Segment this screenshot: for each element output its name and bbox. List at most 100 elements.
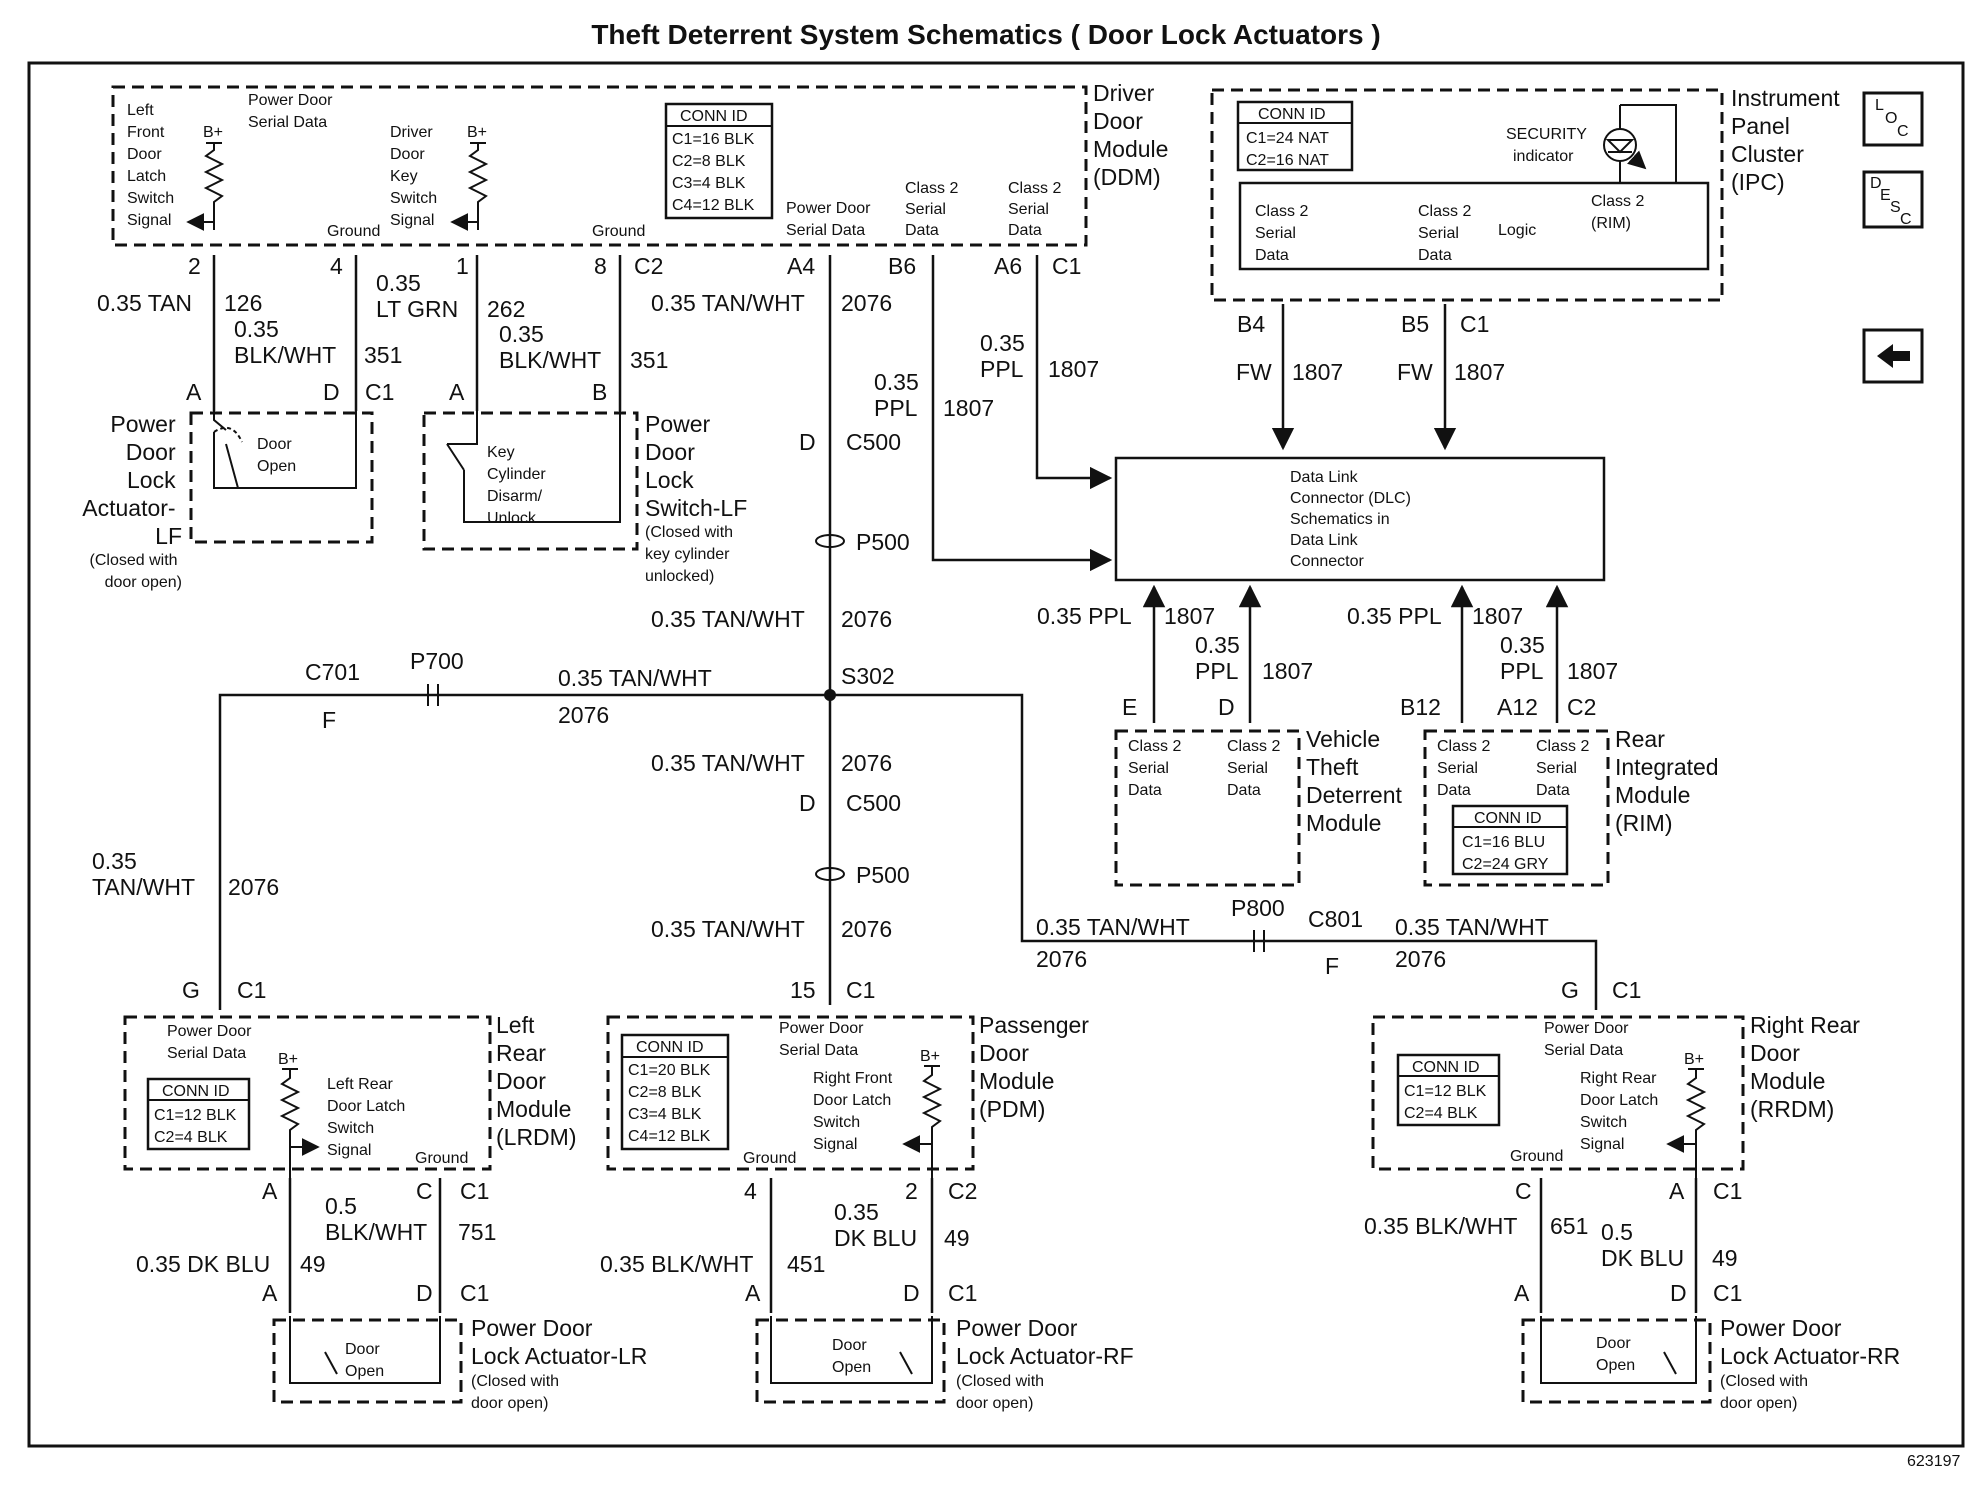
svg-text:A: A	[186, 379, 202, 405]
svg-text:0.35: 0.35	[1195, 632, 1240, 658]
svg-text:0.35: 0.35	[92, 848, 137, 874]
svg-text:P500: P500	[856, 862, 910, 888]
lf-actuator-switch-label: Door Open	[257, 436, 296, 475]
svg-text:B+: B+	[920, 1048, 940, 1065]
svg-text:BLK/WHT: BLK/WHT	[234, 342, 336, 368]
splice-p500-top	[815, 534, 845, 548]
svg-text:1807: 1807	[1164, 603, 1215, 629]
svg-text:0.35 TAN/WHT: 0.35 TAN/WHT	[1395, 914, 1549, 940]
pdm-signal-label: Right Front Door Latch Switch Signal	[813, 1070, 897, 1153]
svg-text:S: S	[1890, 199, 1901, 216]
dlc-label: Data Link Connector (DLC) Schematics in …	[1290, 469, 1415, 570]
rim-class2-2: Class 2 Serial Data	[1536, 738, 1594, 799]
svg-text:0.35 TAN/WHT: 0.35 TAN/WHT	[651, 750, 805, 776]
svg-text:49: 49	[1712, 1245, 1738, 1271]
svg-text:C1: C1	[846, 977, 875, 1003]
wires-lrdm: A C C1 0.5 BLK/WHT 751 0.35 DK BLU 49 A …	[136, 1178, 496, 1313]
svg-text:49: 49	[300, 1251, 326, 1277]
diagram-frame	[27, 61, 1965, 1448]
rrdm-module: CONN ID C1=12 BLK C2=4 BLK Power Door Se…	[1371, 1012, 1860, 1180]
svg-text:BLK/WHT: BLK/WHT	[499, 347, 601, 373]
svg-text:0.35: 0.35	[234, 316, 279, 342]
svg-text:49: 49	[944, 1225, 970, 1251]
svg-text:1807: 1807	[1454, 359, 1505, 385]
rim-name: Rear Integrated Module (RIM)	[1615, 726, 1725, 836]
pdm-conn-id: CONN ID C1=20 BLK C2=8 BLK C3=4 BLK C4=1…	[628, 1039, 715, 1145]
svg-text:C1: C1	[948, 1280, 977, 1306]
svg-text:0.35 TAN/WHT: 0.35 TAN/WHT	[558, 665, 712, 691]
lr-actuator-switch-label: Door Open	[345, 1341, 384, 1380]
svg-text:0.35: 0.35	[499, 321, 544, 347]
svg-text:BLK/WHT: BLK/WHT	[325, 1219, 427, 1245]
svg-text:2076: 2076	[1036, 946, 1087, 972]
svg-text:PPL: PPL	[1195, 658, 1239, 684]
lf-actuator: Door Open Power Door Lock Actuator- LF (…	[82, 411, 374, 591]
svg-text:15: 15	[790, 977, 816, 1003]
svg-text:G: G	[1561, 977, 1579, 1003]
svg-text:C1: C1	[460, 1280, 489, 1306]
svg-text:0.35 PPL: 0.35 PPL	[1037, 603, 1132, 629]
svg-text:D: D	[323, 379, 340, 405]
wires-rrdm: C A C1 0.35 BLK/WHT 651 0.5 DK BLU 49 A …	[1364, 1178, 1742, 1313]
svg-text:D: D	[1218, 694, 1235, 720]
ddm-conn-id: CONN ID C1=16 BLK C2=8 BLK C3=4 BLK C4=1…	[672, 108, 759, 214]
svg-text:C1: C1	[365, 379, 394, 405]
svg-text:1807: 1807	[1472, 603, 1523, 629]
svg-text:1807: 1807	[1048, 356, 1099, 382]
lrdm-signal-label: Left Rear Door Latch Switch Signal	[327, 1076, 410, 1159]
ddm-lf-latch-signal-label: Left Front Door Latch Switch Signal	[127, 102, 179, 229]
svg-text:A: A	[262, 1178, 278, 1204]
ddm-resistor-2	[467, 143, 489, 230]
loc-button[interactable]: L O C	[1862, 91, 1924, 147]
svg-text:351: 351	[630, 347, 668, 373]
wires-pdm: 4 2 C2 0.35 DK BLU 49 0.35 BLK/WHT 451 A…	[600, 1178, 977, 1313]
svg-text:D: D	[799, 429, 816, 455]
ddm-bplus-2: B+	[467, 124, 487, 141]
ipc-security-label: SECURITY indicator	[1506, 126, 1591, 165]
lrdm-data-label: Power Door Serial Data	[167, 1023, 256, 1062]
svg-text:C: C	[416, 1178, 433, 1204]
svg-text:1807: 1807	[1292, 359, 1343, 385]
svg-text:C1: C1	[1713, 1178, 1742, 1204]
svg-text:A12: A12	[1497, 694, 1538, 720]
ddm-conn-id-box	[664, 102, 774, 220]
pdm-module: CONN ID C1=20 BLK C2=8 BLK C3=4 BLK C4=1…	[606, 1012, 1089, 1180]
svg-text:B+: B+	[278, 1051, 298, 1068]
svg-text:C1: C1	[1052, 253, 1081, 279]
svg-text:B+: B+	[1684, 1051, 1704, 1068]
rim-conn-id: CONN ID C1=16 BLU C2=24 GRY	[1462, 810, 1550, 873]
svg-text:2076: 2076	[558, 702, 609, 728]
back-button[interactable]	[1862, 328, 1924, 384]
svg-text:C1: C1	[1612, 977, 1641, 1003]
lf-switch: Key Cylinder Disarm/ Unlock Power Door L…	[422, 411, 747, 585]
svg-text:FW: FW	[1236, 359, 1272, 385]
lf-actuator-note: (Closed with door open)	[90, 552, 182, 591]
wires-serial-data: A4 B6 A6 C1 0.35 TAN/WHT 2076 D C500 P50…	[651, 253, 1618, 1005]
ddm-class2-1: Class 2 Serial Data	[905, 180, 963, 239]
svg-text:D: D	[416, 1280, 433, 1306]
wires-branches: C701 F P700 0.35 TAN/WHT 2076 0.35 TAN/W…	[92, 648, 1641, 1010]
svg-text:0.35 TAN/WHT: 0.35 TAN/WHT	[1036, 914, 1190, 940]
svg-text:C1: C1	[1713, 1280, 1742, 1306]
svg-text:0.35 BLK/WHT: 0.35 BLK/WHT	[1364, 1213, 1517, 1239]
svg-text:FW: FW	[1397, 359, 1433, 385]
rf-actuator-switch-label: Door Open	[832, 1337, 871, 1376]
svg-text:651: 651	[1550, 1213, 1588, 1239]
vtd-class2-1: Class 2 Serial Data	[1128, 738, 1186, 799]
svg-text:F: F	[322, 707, 336, 733]
dlc-box: Data Link Connector (DLC) Schematics in …	[1114, 456, 1606, 582]
rim-class2-1: Class 2 Serial Data	[1437, 738, 1495, 799]
svg-text:0.35: 0.35	[834, 1199, 879, 1225]
desc-button[interactable]: D E S C	[1862, 170, 1924, 229]
svg-text:4: 4	[330, 253, 343, 279]
svg-text:0.35: 0.35	[874, 369, 919, 395]
vtd-module: Class 2 Serial Data Class 2 Serial Data …	[1114, 726, 1402, 887]
figure-id: 623197	[1907, 1453, 1960, 1470]
rrdm-conn-id: CONN ID C1=12 BLK C2=4 BLK	[1404, 1059, 1491, 1122]
svg-text:A: A	[1669, 1178, 1685, 1204]
svg-text:0.35 PPL: 0.35 PPL	[1347, 603, 1442, 629]
svg-text:1807: 1807	[943, 395, 994, 421]
ddm-power-door-serial: Power Door Serial Data	[786, 200, 875, 239]
ipc-class2-1: Class 2 Serial Data	[1255, 203, 1313, 264]
